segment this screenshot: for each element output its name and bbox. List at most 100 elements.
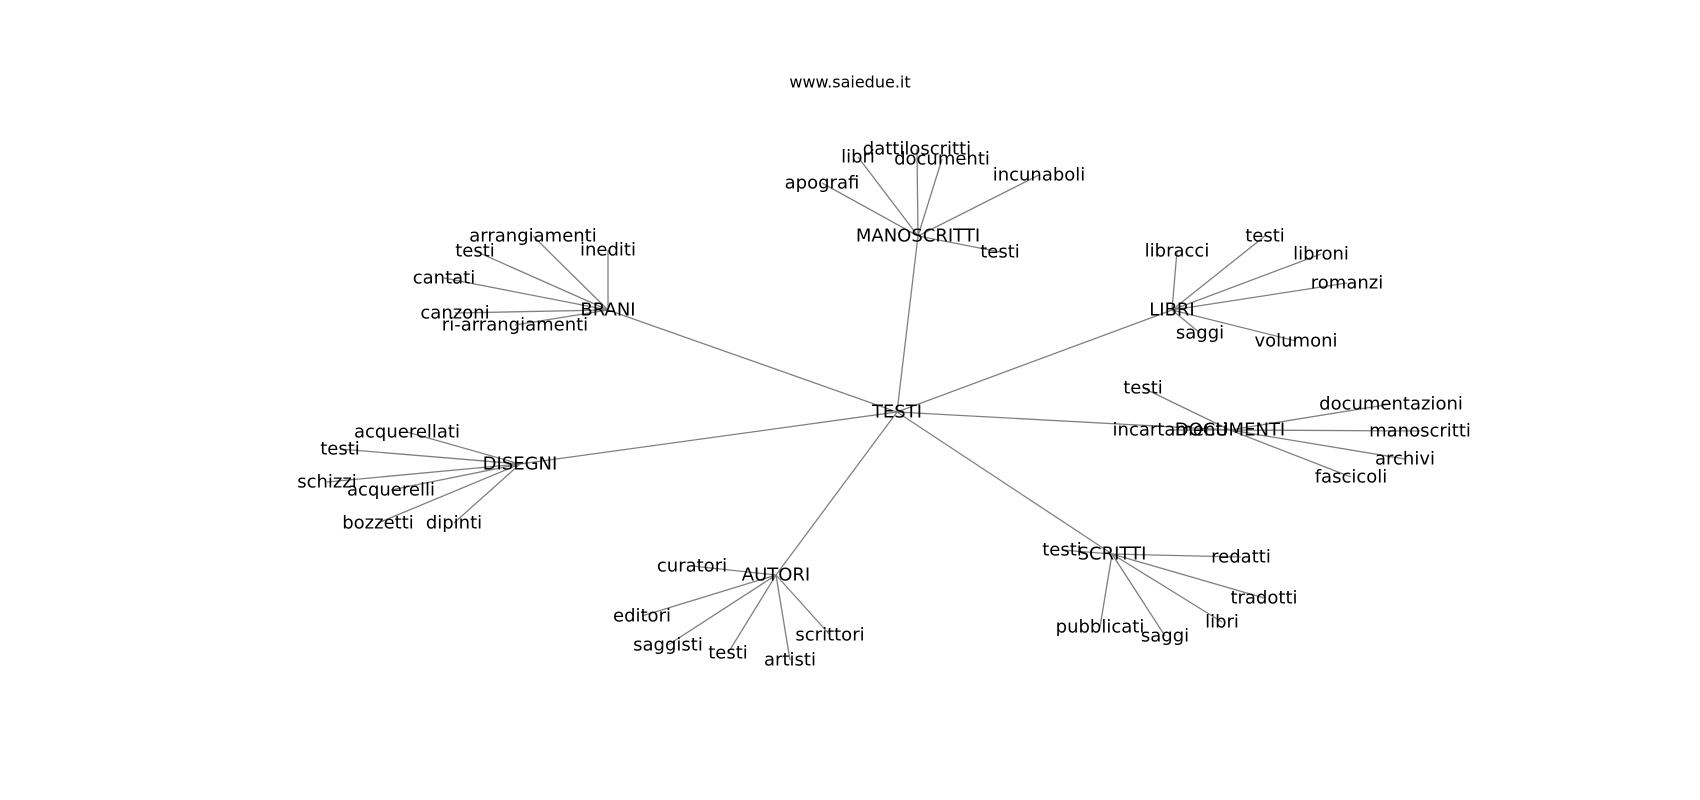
edge-line — [1061, 549, 1113, 555]
edge-line — [377, 463, 521, 524]
edge-line — [775, 574, 831, 636]
group-node-label: DISEGNI — [483, 454, 558, 475]
leaf-node-label: apografi — [785, 173, 860, 194]
edge-line — [443, 277, 609, 311]
edge-line — [896, 309, 1173, 413]
leaf-node-label: testi — [1245, 226, 1285, 247]
edge-line — [1171, 282, 1348, 311]
leaf-node-label: testi — [320, 439, 360, 460]
leaf-node-label: arrangiamenti — [469, 226, 597, 247]
edge-line — [896, 411, 1113, 555]
edge-line — [1229, 429, 1352, 478]
leaf-node-label: documenti — [894, 149, 990, 170]
edge-line — [1111, 553, 1265, 599]
edge-line — [896, 411, 1231, 431]
leaf-node-label: canzoni — [420, 303, 489, 324]
leaf-node-label: acquerelli — [347, 480, 435, 501]
leaf-node-label: libri — [1205, 612, 1239, 633]
leaf-node-label: libroni — [1293, 244, 1349, 265]
edge-line — [775, 411, 898, 576]
leaf-node-label: saggisti — [633, 635, 703, 656]
edge-line — [1229, 429, 1406, 460]
edge-line — [775, 574, 791, 661]
leaf-node-label: incartamenti — [1113, 420, 1228, 441]
group-node-label: BRANI — [580, 300, 635, 321]
leaf-node-label: cantati — [413, 268, 475, 289]
graph-title: www.saiedue.it — [789, 73, 910, 92]
leaf-node-label: pubblicati — [1056, 617, 1145, 638]
edge-line — [917, 235, 1001, 253]
leaf-node-label: ri-arrangiamenti — [442, 315, 588, 336]
leaf-node-label: editori — [613, 606, 671, 627]
leaf-node-label: saggi — [1141, 626, 1189, 647]
leaf-node-label: acquerellati — [354, 422, 460, 443]
edge-line — [339, 448, 521, 465]
edge-line — [1171, 235, 1266, 311]
leaf-node-label: bozzetti — [342, 513, 414, 534]
edge-line — [667, 574, 777, 646]
leaf-node-label: volumoni — [1254, 331, 1337, 352]
edge-line — [1171, 309, 1201, 334]
edge-line — [857, 156, 919, 237]
edge-line — [1171, 309, 1297, 342]
edge-line — [821, 182, 919, 237]
leaf-node-label: testi — [1042, 540, 1082, 561]
edge-line — [1171, 250, 1178, 311]
edge-line — [1111, 553, 1223, 623]
edge-line — [917, 158, 943, 237]
edge-line — [1229, 429, 1421, 432]
leaf-node-label: manoscritti — [1369, 421, 1471, 442]
edge-line — [1111, 553, 1166, 637]
edge-line — [532, 235, 609, 311]
edge-line — [1099, 553, 1113, 628]
leaf-node-label: archivi — [1375, 449, 1435, 470]
leaf-node-label: scrittori — [795, 625, 864, 646]
edge-line — [519, 411, 898, 465]
leaf-node-label: fascicoli — [1315, 467, 1388, 488]
edge-line — [1171, 253, 1322, 311]
leaf-node-label: testi — [980, 242, 1020, 263]
edge-line — [1111, 553, 1242, 558]
leaf-node-label: libracci — [1145, 241, 1210, 262]
group-node-label: MANOSCRITTI — [856, 226, 980, 247]
edge-line — [1142, 387, 1231, 431]
leaf-node-label: saggi — [1176, 323, 1224, 344]
leaf-node-label: dattiloscritti — [863, 139, 971, 160]
leaf-node-label: incunaboli — [993, 165, 1086, 186]
root-node-label: TESTI — [871, 402, 922, 423]
leaf-node-label: documentazioni — [1319, 394, 1463, 415]
leaf-node-label: inediti — [580, 240, 636, 261]
group-node-label: LIBRI — [1149, 300, 1195, 321]
group-node-label: DOCUMENTI — [1175, 420, 1285, 441]
edge-line — [326, 463, 521, 483]
edge-line — [474, 250, 609, 311]
leaf-node-label: artisti — [764, 650, 816, 671]
leaf-node-label: testi — [1123, 378, 1163, 399]
leaf-node-label: dipinti — [426, 513, 482, 534]
edge-line — [390, 463, 521, 491]
edge-line — [453, 463, 521, 524]
edge-line — [514, 309, 609, 326]
group-node-label: AUTORI — [742, 565, 810, 586]
edge-line — [1229, 403, 1392, 431]
group-node-label: SCRITTI — [1078, 544, 1147, 565]
edge-line — [607, 309, 898, 413]
leaf-node-label: tradotti — [1230, 588, 1297, 609]
edge-line — [691, 565, 777, 576]
edge-line — [916, 148, 919, 237]
leaf-node-label: testi — [455, 241, 495, 262]
leaf-node-label: romanzi — [1311, 273, 1383, 294]
edge-line — [727, 574, 777, 654]
labels-layer: www.saiedue.it TESTI MANOSCRITTI apografi l… — [297, 73, 1471, 671]
edge-line — [896, 235, 919, 413]
edge-line — [454, 309, 609, 314]
edge-line — [406, 431, 521, 465]
edges-layer — [326, 148, 1421, 661]
leaf-node-label: redatti — [1211, 547, 1271, 568]
leaf-node-label: testi — [708, 643, 748, 664]
leaf-node-label: curatori — [657, 556, 727, 577]
leaf-node-label: libri — [841, 147, 875, 168]
leaf-node-label: schizzi — [297, 472, 357, 493]
edge-line — [641, 574, 777, 617]
